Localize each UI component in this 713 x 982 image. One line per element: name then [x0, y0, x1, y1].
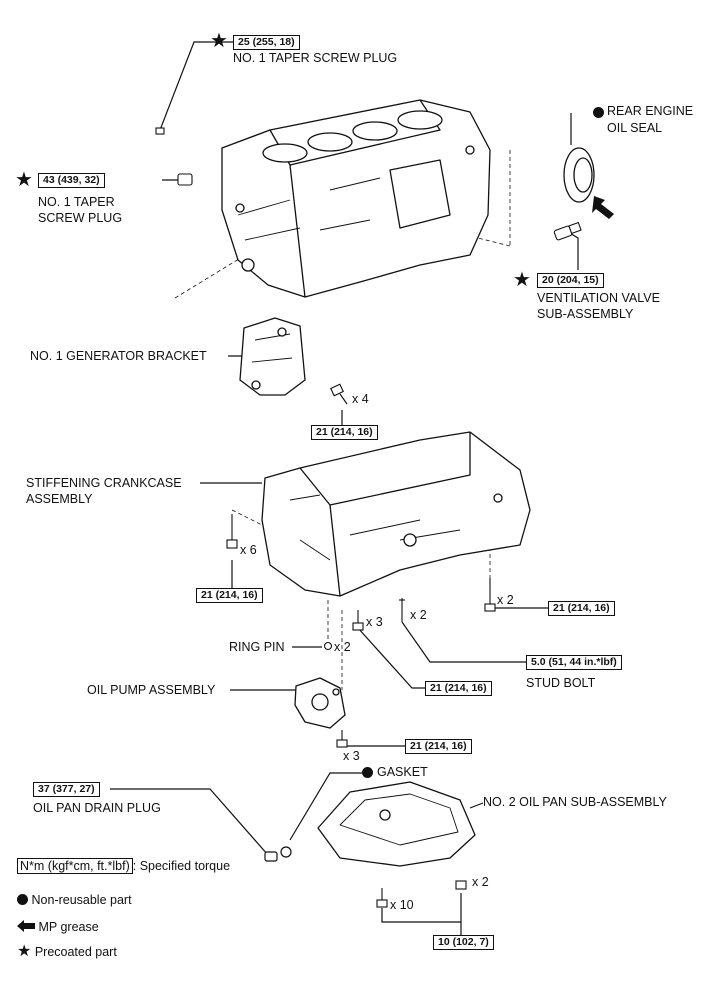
precoated-star-icon: ★: [210, 30, 228, 52]
grease-arrow-shape: [592, 196, 614, 219]
label-rear-seal-line1: REAR ENGINE: [607, 104, 694, 118]
plug-left-shape: [177, 173, 193, 186]
leader-bolt-x3: [357, 627, 425, 689]
label-plug-left-line2: SCREW PLUG: [38, 211, 123, 225]
pan-bolts-shape: [376, 880, 467, 908]
torque-box-drain-plug: 37 (377, 27): [33, 782, 100, 797]
legend-precoated-label: Precoated part: [34, 945, 117, 959]
non-reusable-dot-icon: [362, 767, 373, 778]
legend-mp-grease-label: MP grease: [38, 920, 99, 934]
count-ring-pin: x 2: [334, 640, 351, 654]
filled-circle-icon: [17, 894, 28, 905]
generator-bracket-shape: [239, 317, 306, 396]
legend-non-reusable: Non-reusable part: [17, 893, 132, 908]
precoated-star-icon: ★: [513, 269, 531, 291]
torque-box-crankcase-left: 21 (214, 16): [196, 588, 263, 603]
count-bracket-bolt: x 4: [352, 392, 369, 406]
torque-box-crankcase-right: 21 (214, 16): [548, 601, 615, 616]
label-oil-pump: OIL PUMP ASSEMBLY: [87, 683, 216, 697]
label-rear-seal-line2: OIL SEAL: [607, 121, 663, 135]
legend-torque-desc: : Specified torque: [132, 859, 231, 873]
pump-bolt-shape: [336, 730, 348, 748]
legend-mp-grease: MP grease: [17, 920, 99, 935]
oil-pump-shape: [294, 677, 346, 729]
arrow-left-icon: [17, 920, 35, 932]
label-plug-top: NO. 1 TAPER SCREW PLUG: [233, 51, 398, 65]
leader-stud: [401, 621, 526, 663]
torque-box-pump-bolt: 21 (214, 16): [405, 739, 472, 754]
rear-seal-shape: [563, 147, 595, 203]
count-crankcase-left: x 6: [240, 543, 257, 557]
leader-pan: [469, 802, 484, 809]
precoated-star-icon: ★: [15, 169, 33, 191]
plug-top-shape: [155, 127, 165, 135]
torque-box-bolt-x3: 21 (214, 16): [425, 681, 492, 696]
crankcase-bolts: [226, 514, 496, 631]
crankcase-shape: [261, 431, 531, 597]
torque-box-vent: 20 (204, 15): [537, 273, 604, 288]
label-stud-bolt: STUD BOLT: [526, 676, 596, 690]
label-gasket: GASKET: [377, 765, 428, 779]
label-oil-pan: NO. 2 OIL PAN SUB-ASSEMBLY: [483, 795, 667, 809]
label-vent-line1: VENTILATION VALVE: [537, 291, 660, 305]
legend-precoated: ★ Precoated part: [17, 944, 117, 960]
leader-drain: [110, 788, 269, 856]
count-pump-bolt: x 3: [343, 749, 360, 763]
label-vent-line2: SUB-ASSEMBLY: [537, 307, 634, 321]
torque-box-stud: 5.0 (51, 44 in.*lbf): [526, 655, 622, 670]
leader-vent: [567, 231, 579, 270]
star-icon: ★: [17, 943, 32, 960]
label-drain-plug: OIL PAN DRAIN PLUG: [33, 801, 161, 815]
leader-pan-bolts: [381, 893, 462, 923]
count-pan-bolt: x 10: [390, 898, 414, 912]
count-bolt-x3: x 3: [366, 615, 383, 629]
torque-box-plug-top: 25 (255, 18): [233, 35, 300, 50]
label-crankcase-line1: STIFFENING CRANKCASE: [26, 476, 182, 490]
legend-non-reusable-label: Non-reusable part: [31, 893, 132, 907]
leader-gasket: [289, 772, 362, 841]
ring-pin-shape: [323, 641, 333, 651]
bracket-bolt-shape: [330, 383, 348, 405]
torque-box-plug-left: 43 (439, 32): [38, 173, 105, 188]
non-reusable-dot-icon: [593, 107, 604, 118]
count-stud: x 2: [410, 608, 427, 622]
label-generator-bracket: NO. 1 GENERATOR BRACKET: [30, 349, 207, 363]
label-ring-pin: RING PIN: [229, 640, 285, 654]
count-crankcase-right: x 2: [497, 593, 514, 607]
legend-torque-format: N*m (kgf*cm, ft.*lbf): [17, 858, 133, 874]
legend-torque: N*m (kgf*cm, ft.*lbf): Specified torque: [17, 858, 231, 874]
torque-box-bracket-bolt: 21 (214, 16): [311, 425, 378, 440]
oil-pan-shape: [317, 781, 476, 867]
leader-plug-top: [159, 41, 233, 131]
label-plug-left-line1: NO. 1 TAPER: [38, 195, 115, 209]
label-crankcase-line2: ASSEMBLY: [26, 492, 93, 506]
torque-box-oil-pan: 10 (102, 7): [433, 935, 494, 950]
drain-plug-shape: [264, 846, 292, 862]
vent-valve-shape: [553, 221, 582, 241]
count-pan-nut: x 2: [472, 875, 489, 889]
cylinder-block: [221, 99, 491, 298]
